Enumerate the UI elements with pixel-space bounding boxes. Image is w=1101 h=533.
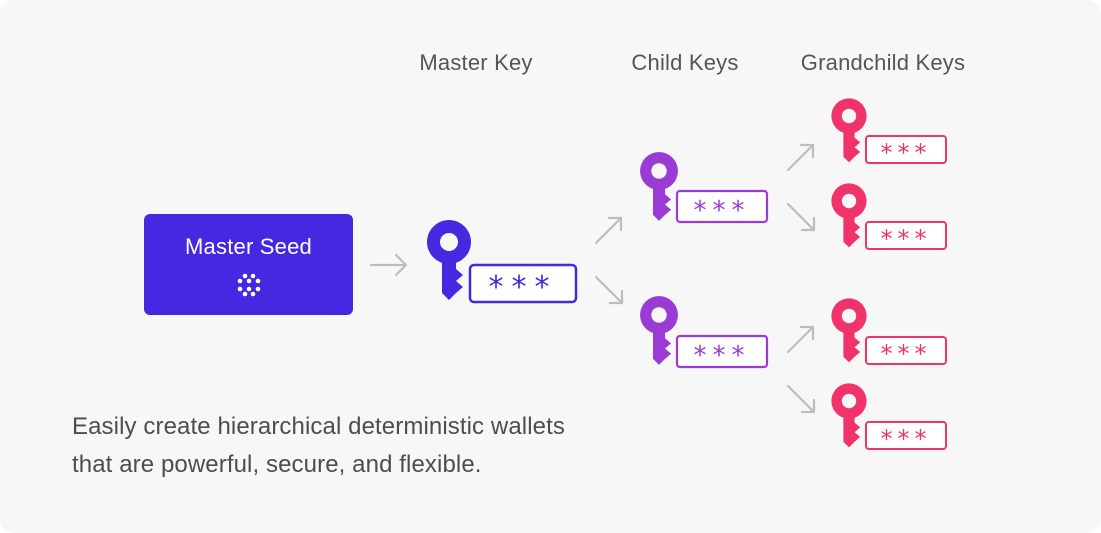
grandchild-key-3-icon	[831, 298, 867, 363]
grandchild-key-1-icon	[831, 98, 867, 163]
grandchild-key-3-mask: ***	[881, 340, 932, 368]
arrow-child2-to-grandchild-4-icon	[786, 384, 816, 414]
master-key-heading: Master Key	[419, 50, 533, 75]
tagline: Easily create hierarchical deterministic…	[72, 408, 565, 484]
grandchild-key-2-icon	[831, 183, 867, 248]
grandchild-key-3-mask-box	[865, 336, 947, 365]
child-key-2-icon	[640, 296, 678, 365]
child-key-2: ***	[640, 296, 769, 371]
master-key-mask: ***	[489, 270, 558, 305]
tagline-line-1: Easily create hierarchical deterministic…	[72, 413, 565, 440]
arrow-master-to-child-1-icon	[594, 216, 623, 245]
master-key: ***	[426, 220, 578, 305]
grandchild-keys-heading: Grandchild Keys	[800, 50, 966, 75]
child-key-2-mask-box	[675, 334, 769, 369]
grandchild-key-4-icon	[831, 383, 867, 448]
child-key-1: ***	[640, 152, 769, 226]
master-key-icon	[426, 220, 471, 300]
arrow-child1-to-grandchild-1-icon	[786, 143, 815, 172]
grandchild-key-4-mask: ***	[881, 425, 932, 453]
grandchild-key-1-mask: ***	[881, 139, 932, 167]
dots-cluster-icon	[237, 273, 261, 297]
tagline-line-2: that are powerful, secure, and flexible.	[72, 451, 482, 478]
arrow-master-to-child-2-icon	[594, 275, 624, 305]
grandchild-key-2: ***	[831, 183, 947, 253]
master-key-mask-box	[468, 263, 578, 304]
master-seed-box: Master Seed	[144, 214, 353, 315]
grandchild-key-2-mask-box	[865, 221, 947, 250]
grandchild-key-1: ***	[831, 98, 947, 167]
grandchild-key-4: ***	[831, 383, 947, 453]
child-key-2-mask: ***	[694, 341, 751, 371]
grandchild-key-2-mask: ***	[881, 225, 932, 253]
grandchild-key-4-mask-box	[865, 421, 947, 450]
child-key-1-mask: ***	[694, 196, 751, 226]
grandchild-key-1-mask-box	[865, 135, 947, 164]
arrow-child2-to-grandchild-3-icon	[786, 325, 815, 354]
arrow-seed-to-master-icon	[369, 253, 408, 277]
child-key-1-mask-box	[675, 189, 769, 224]
child-keys-heading: Child Keys	[631, 50, 739, 75]
child-key-1-icon	[640, 152, 678, 221]
arrow-child1-to-grandchild-2-icon	[786, 202, 816, 232]
grandchild-key-3: ***	[831, 298, 947, 368]
master-seed-title: Master Seed	[185, 234, 312, 259]
